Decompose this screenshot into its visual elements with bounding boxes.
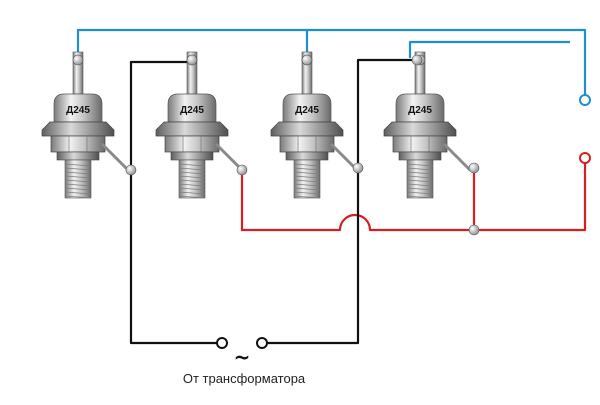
diode-terminal-lug <box>442 142 472 172</box>
negative-bus-main <box>240 163 587 232</box>
ac-input-terminal-right[interactable] <box>256 337 268 349</box>
diode-thread <box>406 159 434 199</box>
diode-nut <box>50 135 106 153</box>
diode-terminal-lug <box>329 142 359 172</box>
diode-thread <box>293 159 321 199</box>
diode-label: Д245 <box>295 105 319 116</box>
diode-top-junction <box>186 54 198 66</box>
diode-1: Д245 <box>41 51 130 199</box>
ac-wire-left-bottom <box>129 170 217 345</box>
diode-terminal-lug <box>100 142 130 172</box>
diode-body <box>282 93 332 123</box>
diode-nut <box>279 135 335 153</box>
diode-top-junction <box>411 54 423 66</box>
diode-top-junction <box>301 54 313 66</box>
diode-flange <box>41 121 115 137</box>
junction-ball <box>468 224 480 236</box>
ac-wire-right-bottom <box>267 168 360 345</box>
junction-ball <box>352 162 364 174</box>
positive-output-terminal[interactable] <box>579 94 591 106</box>
diode-lead-tip <box>72 54 84 66</box>
diode-flange <box>383 121 457 137</box>
diode-washer <box>398 151 442 161</box>
diode-washer <box>56 151 100 161</box>
diode-label: Д245 <box>180 105 204 116</box>
diode-body <box>53 93 103 123</box>
ac-input-wires <box>129 58 417 345</box>
diode-2: Д245 <box>155 51 244 199</box>
junction-ball <box>468 162 480 174</box>
junction-ball <box>125 164 137 176</box>
diode-label: Д245 <box>66 105 90 116</box>
positive-bus-drop-3 <box>408 40 570 58</box>
diode-flange <box>270 121 344 137</box>
diode-label: Д245 <box>408 105 432 116</box>
diode-thread <box>178 159 206 199</box>
diode-terminal-lug <box>214 142 244 172</box>
junction-points <box>125 54 480 236</box>
diode-flange <box>155 121 229 137</box>
diode-body <box>395 93 445 123</box>
source-caption: От трансформатора <box>183 371 306 386</box>
ac-wire-right-top <box>356 58 417 168</box>
ac-symbol: ~ <box>234 345 251 369</box>
diode-thread <box>64 159 92 199</box>
negative-output-terminal[interactable] <box>579 152 591 164</box>
diode-nut <box>392 135 448 153</box>
ac-input-terminal-left[interactable] <box>216 337 228 349</box>
junction-ball <box>236 164 248 176</box>
diode-washer <box>285 151 329 161</box>
diode-body <box>167 93 217 123</box>
diode-nut <box>164 135 220 153</box>
diode-4: Д245 <box>383 51 472 199</box>
diode-group: Д245 Д245 Д245 Д245 <box>41 51 472 199</box>
diode-washer <box>170 151 214 161</box>
diode-3: Д245 <box>270 51 359 199</box>
ac-wire-left-top <box>129 60 190 170</box>
negative-bus-wires <box>240 163 587 232</box>
positive-bus-main <box>76 28 587 95</box>
